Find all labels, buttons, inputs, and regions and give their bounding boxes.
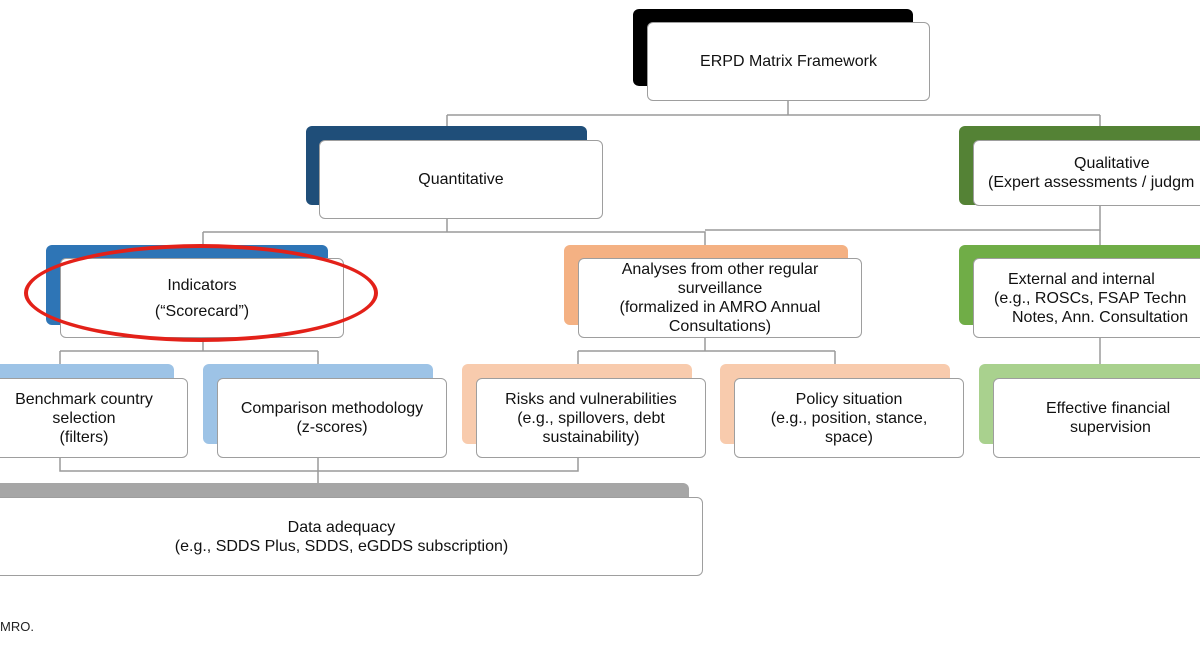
comparison-line2: (z-scores) [296, 419, 368, 436]
data-adequacy-box: Data adequacy (e.g., SDDS Plus, SDDS, eG… [0, 497, 703, 576]
root-title: ERPD Matrix Framework [700, 53, 877, 70]
connector-indicators-children [59, 338, 319, 378]
comparison-box: Comparison methodology (z-scores) [217, 378, 447, 458]
connector-qualitative-analyses [705, 204, 1101, 231]
connector-root-branches [446, 100, 1101, 140]
connector-analyses-children [577, 338, 836, 378]
source-note: MRO. [0, 619, 34, 634]
risks-box: Risks and vulnerabilities (e.g., spillov… [476, 378, 706, 458]
external-line3: Notes, Ann. Consultation [1012, 308, 1189, 326]
external-box: External and internal (e.g., ROSCs, FSAP… [973, 258, 1200, 338]
data-adequacy-line1: Data adequacy [287, 518, 396, 536]
benchmark-line3: (filters) [59, 428, 109, 446]
risks-line3: sustainability) [542, 428, 640, 446]
external-line2: (e.g., ROSCs, FSAP Techn [994, 289, 1187, 307]
benchmark-box: Benchmark country selection (filters) [0, 378, 188, 458]
policy-box: Policy situation (e.g., position, stance… [734, 378, 964, 458]
qualitative-box: Qualitative (Expert assessments / judgm [973, 140, 1200, 206]
quantitative-title: Quantitative [418, 171, 504, 188]
supervision-line2: supervision [1070, 419, 1151, 436]
analyses-line3: (formalized in AMRO Annual [619, 299, 821, 316]
policy-line2: (e.g., position, stance, [770, 409, 928, 427]
analyses-box: Analyses from other regular surveillance… [578, 258, 862, 338]
supervision-line1: Effective financial [1046, 400, 1171, 417]
external-line1: External and internal [1008, 270, 1155, 288]
root-box: ERPD Matrix Framework [647, 22, 930, 101]
analyses-line1: Analyses from other regular [621, 261, 819, 278]
highlight-ellipse [24, 244, 378, 342]
benchmark-line1: Benchmark country [15, 390, 153, 408]
qualitative-line1: Qualitative [1074, 155, 1150, 172]
qualitative-line2: (Expert assessments / judgm [988, 174, 1195, 191]
policy-line1: Policy situation [795, 390, 903, 408]
comparison-line1: Comparison methodology [240, 400, 424, 417]
supervision-box: Effective financial supervision [993, 378, 1200, 458]
policy-line3: space) [824, 428, 874, 446]
data-adequacy-line2: (e.g., SDDS Plus, SDDS, eGDDS subscripti… [174, 537, 509, 555]
risks-line1: Risks and vulnerabilities [505, 390, 677, 408]
analyses-line4: Consultations) [668, 318, 772, 335]
benchmark-line2: selection [52, 409, 116, 427]
analyses-line2: surveillance [677, 280, 763, 297]
risks-line2: (e.g., spillovers, debt [517, 409, 665, 427]
quantitative-box: Quantitative [319, 140, 603, 219]
